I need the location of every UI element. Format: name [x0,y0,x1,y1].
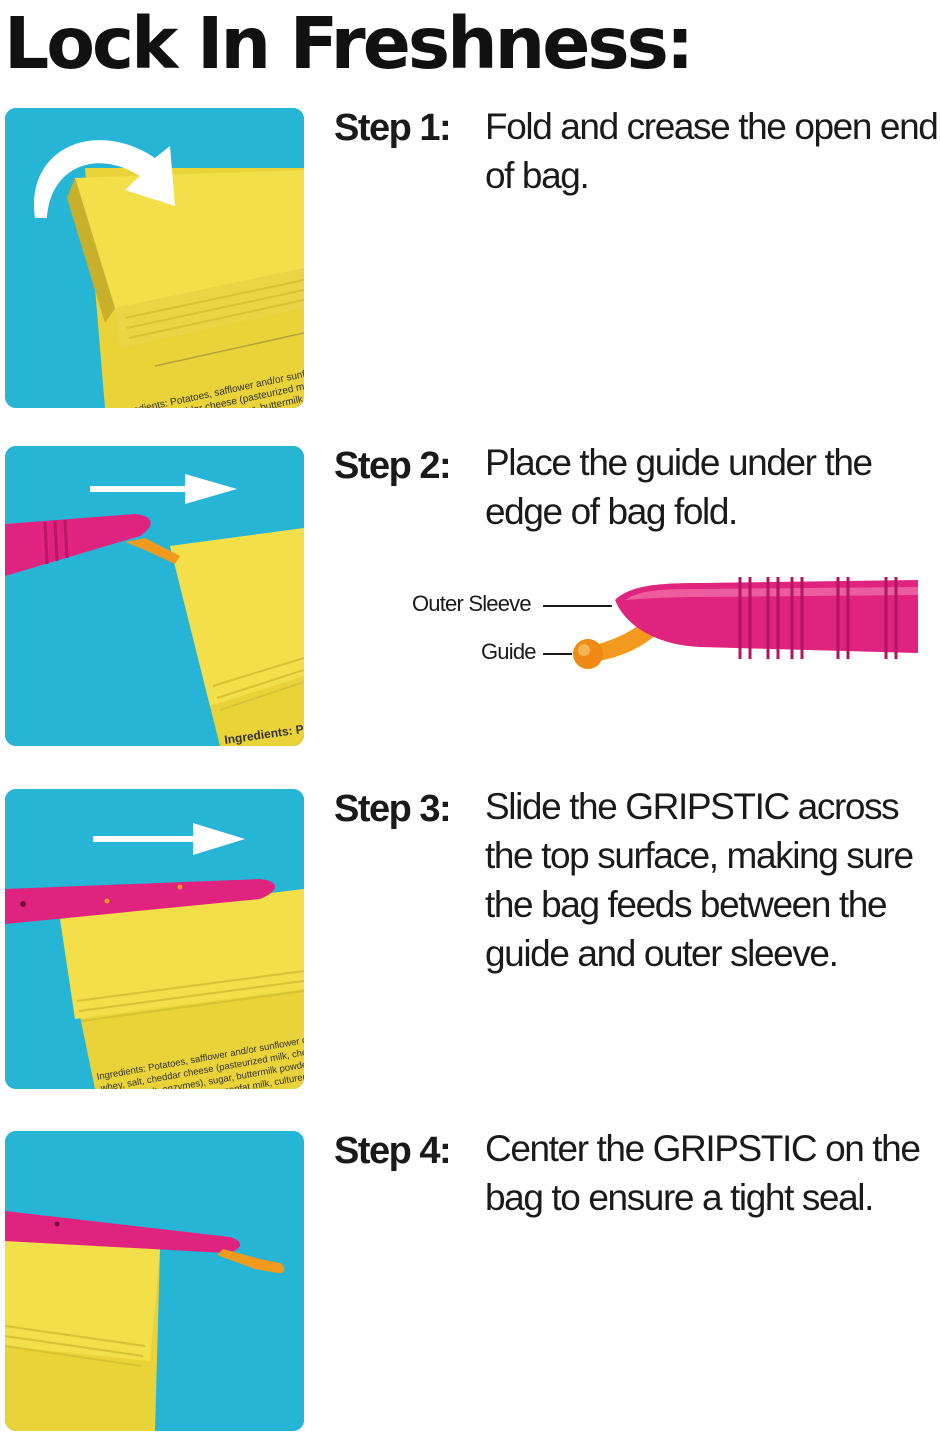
guide-label: Guide [481,639,537,664]
slide-gripstic-image: Ingredients: Potatoes, safflower and/or … [5,789,304,1089]
gripstic-parts-diagram: Outer Sleeve Guide [400,565,925,680]
step-3-label: Step 3: [334,788,452,830]
gripstic-diagram-image [543,577,918,669]
folded-bag-image: Ingredients: Potatoes, safflower and/or … [5,108,304,408]
guide-under-fold-image: Ingredients: Pot [5,446,304,746]
step-1-illustration: Ingredients: Potatoes, safflower and/or … [5,108,304,408]
step-4-illustration [5,1131,304,1431]
step-1-label: Step 1: [334,107,452,149]
step-1-text: Fold and crease the open end of bag. [485,106,939,196]
step-2-illustration: Ingredients: Pot [5,446,304,746]
step-2-label: Step 2: [334,445,452,487]
step-4-label: Step 4: [334,1130,452,1172]
outer-sleeve-label: Outer Sleeve [412,591,532,616]
step-3-text: Slide the GRIPSTIC across the top surfac… [485,786,914,974]
step-3-illustration: Ingredients: Potatoes, safflower and/or … [5,789,304,1089]
center-gripstic-image [5,1131,304,1431]
step-2-text: Place the guide under the edge of bag fo… [485,442,873,532]
page-title: Lock In Freshness: [4,2,694,85]
step-4-text: Center the GRIPSTIC on the bag to ensure… [485,1128,921,1218]
